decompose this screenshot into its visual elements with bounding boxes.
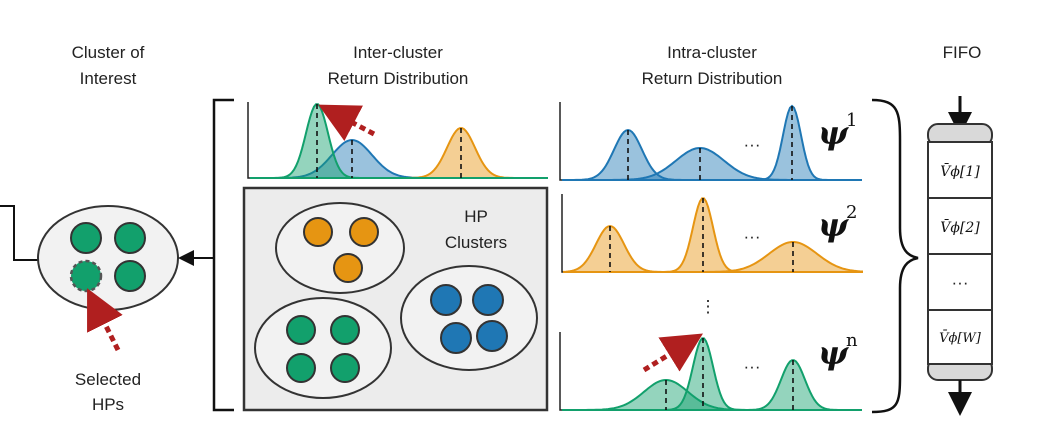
hp-dot-green bbox=[114, 222, 146, 254]
hp-dot-green bbox=[286, 315, 316, 345]
hp-dot-blue bbox=[430, 284, 462, 316]
hp-dot-green bbox=[114, 260, 146, 292]
dashed-arrow-icon bbox=[87, 288, 123, 352]
hp-dot-blue bbox=[472, 284, 504, 316]
intra-cluster-plot-orange bbox=[561, 194, 863, 273]
hp-clusters-label-2: Clusters bbox=[445, 233, 507, 252]
dashed-arrow-icon bbox=[318, 104, 376, 142]
psi-2-sup: 2 bbox=[846, 202, 857, 223]
header-intra-cluster-1: Intra-cluster bbox=[667, 43, 757, 62]
psi-1-sup: 1 bbox=[846, 110, 857, 131]
header-intra-cluster-2: Return Distribution bbox=[642, 69, 783, 88]
hp-dot-orange bbox=[333, 253, 363, 283]
hp-dot-green bbox=[330, 353, 360, 383]
hp-dot-green bbox=[286, 353, 316, 383]
curly-brace-icon bbox=[871, 98, 919, 414]
ellipsis-2: ··· bbox=[744, 227, 761, 246]
intra-cluster-plot-green bbox=[559, 332, 862, 411]
hp-dot-green bbox=[330, 315, 360, 345]
hp-cluster-blue bbox=[400, 265, 538, 371]
hp-dot-orange bbox=[349, 217, 379, 247]
hp-clusters-label-1: HP bbox=[464, 207, 488, 226]
selected-hp-dot bbox=[69, 259, 103, 293]
psi-2: ψ bbox=[818, 206, 849, 244]
dashed-arrow-icon bbox=[642, 333, 704, 373]
header-fifo: FIFO bbox=[943, 43, 982, 62]
cluster-of-interest-ellipse bbox=[37, 205, 179, 311]
inter-cluster-plot bbox=[247, 102, 548, 179]
intra-cluster-plot-blue bbox=[559, 102, 862, 181]
header-inter-cluster-1: Inter-cluster bbox=[353, 43, 443, 62]
ellipsis-1: ··· bbox=[744, 135, 761, 154]
hp-dot-orange bbox=[303, 217, 333, 247]
label-selected: Selected bbox=[75, 370, 141, 389]
header-inter-cluster-2: Return Distribution bbox=[328, 69, 469, 88]
ellipsis-n: ··· bbox=[744, 357, 761, 376]
psi-n: ψ bbox=[818, 334, 849, 372]
hp-dot-blue bbox=[440, 322, 472, 354]
vertical-ellipsis: ⋮ bbox=[700, 297, 717, 316]
label-hps: HPs bbox=[92, 395, 124, 414]
hp-dot-green bbox=[70, 222, 102, 254]
header-cluster-of-interest-2: Interest bbox=[80, 69, 137, 88]
header-cluster-of-interest-1: Cluster of bbox=[72, 43, 145, 62]
hp-cluster-green bbox=[254, 297, 392, 399]
psi-1: ψ bbox=[818, 114, 849, 152]
fifo-cell-1: V̄ϕ[1] bbox=[940, 162, 980, 180]
fifo-cell-ellipsis: ··· bbox=[952, 273, 969, 292]
fifo-cell-2: V̄ϕ[2] bbox=[940, 218, 980, 236]
hp-dot-blue bbox=[476, 320, 508, 352]
left-bracket bbox=[212, 98, 234, 412]
fifo-cell-w: V̄ϕ[W] bbox=[939, 330, 982, 346]
connector-line bbox=[0, 205, 40, 261]
psi-n-sup: n bbox=[846, 330, 858, 351]
